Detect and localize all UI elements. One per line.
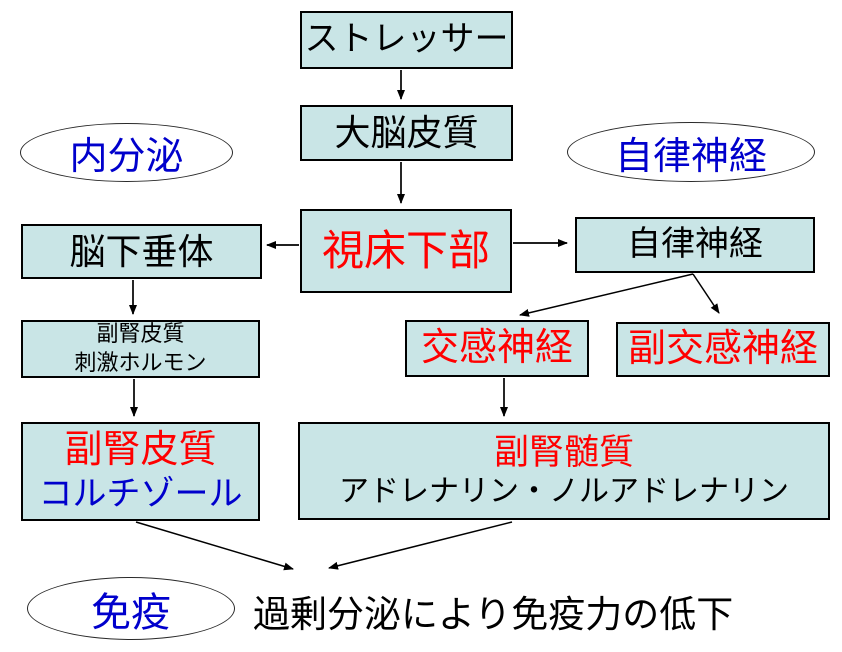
node-adrenal-medulla-adrenaline: アドレナリン・ノルアドレナリン <box>339 475 789 508</box>
node-acth-hormone: 副腎皮質 刺激ホルモン <box>21 320 260 378</box>
ellipse-immunity-label: 免疫 <box>91 590 171 635</box>
ellipse-endocrine: 内分泌 <box>20 123 233 182</box>
arrow-adrenal-cortex-to-immune <box>135 521 294 571</box>
caption-immune-decline: 過剰分泌により免疫力の低下 <box>253 594 734 635</box>
ellipse-immunity: 免疫 <box>27 577 235 640</box>
ellipse-autonomic-nerve-label: 自律神経 <box>614 135 767 178</box>
arrow-adrenal-medulla-to-immune <box>328 521 513 570</box>
node-adrenal-cortex-cortisol: コルチゾール <box>38 474 243 513</box>
node-stressor: ストレッサー <box>300 11 513 69</box>
node-adrenal-cortex: 副腎皮質 コルチゾール <box>21 422 260 521</box>
node-hypothalamus: 視床下部 <box>300 209 512 293</box>
node-autonomic-nerve: 自律神経 <box>575 217 815 273</box>
arrow-autonomic-to-parasympathetic <box>692 273 720 314</box>
node-hypothalamus-label: 視床下部 <box>321 226 490 274</box>
node-adrenal-medulla-title: 副腎髄質 <box>493 433 634 472</box>
node-acth-line1: 副腎皮質 <box>96 321 185 347</box>
node-autonomic-nerve-label: 自律神経 <box>627 225 763 264</box>
node-adrenal-medulla: 副腎髄質 アドレナリン・ノルアドレナリン <box>298 422 830 520</box>
node-pituitary: 脳下垂体 <box>21 224 262 279</box>
node-cerebral-cortex-label: 大脳皮質 <box>334 112 479 154</box>
node-parasympathetic-nerve-label: 副交感神経 <box>627 327 818 370</box>
node-sympathetic-nerve-label: 交感神経 <box>420 326 573 369</box>
node-parasympathetic-nerve: 副交感神経 <box>616 322 830 377</box>
node-sympathetic-nerve: 交感神経 <box>405 320 589 377</box>
arrow-autonomic-to-sympathetic <box>519 273 694 317</box>
ellipse-autonomic-nerve: 自律神経 <box>567 122 815 182</box>
node-adrenal-cortex-title: 副腎皮質 <box>64 429 217 472</box>
node-cerebral-cortex: 大脳皮質 <box>300 105 513 161</box>
ellipse-endocrine-label: 内分泌 <box>69 136 184 178</box>
node-stressor-label: ストレッサー <box>304 20 509 59</box>
node-acth-line2: 刺激ホルモン <box>74 350 207 375</box>
node-pituitary-label: 脳下垂体 <box>69 230 214 272</box>
